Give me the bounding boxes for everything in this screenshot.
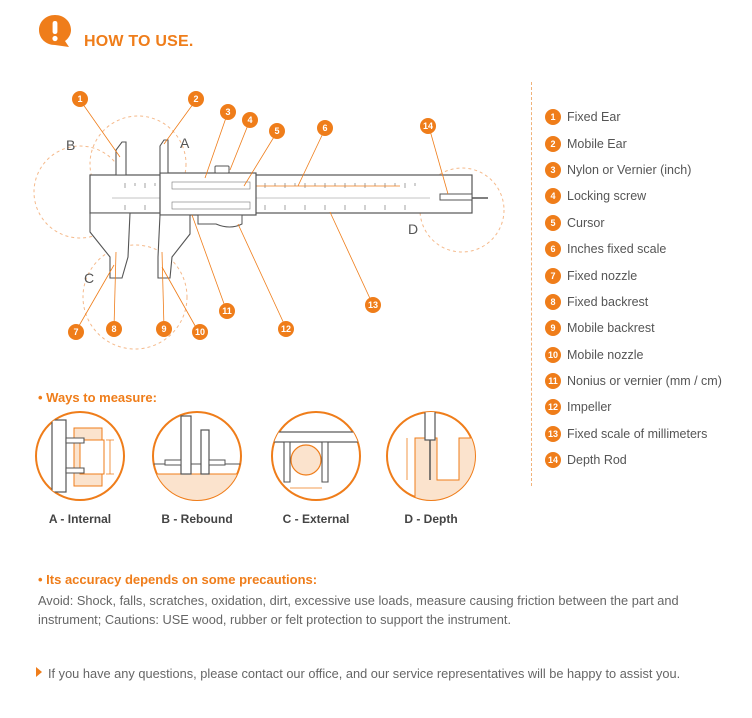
callout-10: 10 xyxy=(195,327,205,337)
precautions-text: Avoid: Shock, falls, scratches, oxidatio… xyxy=(38,593,679,627)
callout-5: 5 xyxy=(274,126,279,136)
measure-depth: D - Depth xyxy=(385,410,477,526)
legend-item: 1 Fixed Ear xyxy=(545,104,750,130)
ways-title: • Ways to measure: xyxy=(38,390,157,405)
impeller xyxy=(197,214,243,228)
legend-label: Inches fixed scale xyxy=(567,242,667,257)
zone-label-c: C xyxy=(84,270,94,286)
legend-item: 14 Depth Rod xyxy=(545,447,750,473)
legend-item: 10 Mobile nozzle xyxy=(545,342,750,368)
legend-item: 11 Nonius or vernier (mm / cm) xyxy=(545,368,750,394)
legend-label: Fixed nozzle xyxy=(567,268,638,283)
callout-11: 11 xyxy=(222,306,232,316)
contact-note: If you have any questions, please contac… xyxy=(36,665,716,683)
main-beam xyxy=(89,174,473,214)
page-title: HOW TO USE. xyxy=(84,33,194,50)
depth-measure-icon xyxy=(386,411,476,501)
locking-screw xyxy=(214,165,230,174)
precautions-title: • Its accuracy depends on some precautio… xyxy=(38,572,318,587)
legend-item: 5 Cursor xyxy=(545,210,750,236)
fixed-ear xyxy=(115,141,127,176)
legend-label: Fixed backrest xyxy=(567,294,649,309)
legend-item: 13 Fixed scale of millimeters xyxy=(545,421,750,447)
legend-label: Impeller xyxy=(567,400,612,415)
callout-4: 4 xyxy=(247,115,252,125)
mobile-jaw xyxy=(157,214,191,279)
legend-number: 1 xyxy=(545,109,561,126)
internal-measure-icon xyxy=(35,411,125,501)
callout-1: 1 xyxy=(77,94,82,104)
legend-item: 6 Inches fixed scale xyxy=(545,236,750,262)
measure-rebound: B - Rebound xyxy=(151,410,243,526)
legend-number: 7 xyxy=(545,267,561,284)
legend-item: 4 Locking screw xyxy=(545,183,750,209)
legend-label: Mobile nozzle xyxy=(567,347,644,362)
legend-number: 10 xyxy=(545,346,561,363)
mobile-ear xyxy=(159,139,169,174)
legend-item: 8 Fixed backrest xyxy=(545,289,750,315)
legend-item: 3 Nylon or Vernier (inch) xyxy=(545,157,750,183)
legend-number: 5 xyxy=(545,214,561,231)
legend-number: 6 xyxy=(545,241,561,258)
callout-8: 8 xyxy=(111,324,116,334)
legend-number: 11 xyxy=(545,373,561,390)
measure-label: B - Rebound xyxy=(161,512,233,526)
legend-number: 3 xyxy=(545,161,561,178)
legend-label: Locking screw xyxy=(567,189,647,204)
zone-c-circle xyxy=(82,244,188,350)
zone-label-b: B xyxy=(66,137,75,153)
legend-item: 2 Mobile Ear xyxy=(545,130,750,156)
legend-number: 12 xyxy=(545,399,561,416)
legend-number: 14 xyxy=(545,452,561,469)
measure-external: C - External xyxy=(270,410,362,526)
measure-label: C - External xyxy=(282,512,350,526)
measure-internal: A - Internal xyxy=(34,410,126,526)
legend-number: 4 xyxy=(545,188,561,205)
caliper-diagram: A B C D 1 2 3 4 5 6 7 8 9 10 11 12 13 14 xyxy=(33,91,505,350)
legend-label: Fixed Ear xyxy=(567,110,621,125)
vertical-divider xyxy=(531,82,532,486)
legend-label: Mobile Ear xyxy=(567,136,627,151)
legend-label: Nylon or Vernier (inch) xyxy=(567,162,692,177)
measure-label: D - Depth xyxy=(404,512,458,526)
measure-methods: A - Internal B - Rebound xyxy=(34,410,477,530)
callout-7: 7 xyxy=(73,327,78,337)
callout-9: 9 xyxy=(161,324,166,334)
parts-legend: 1 Fixed Ear 2 Mobile Ear 3 Nylon or Vernier… xyxy=(545,104,750,473)
exclamation-bubble-icon xyxy=(39,15,71,47)
legend-item: 7 Fixed nozzle xyxy=(545,262,750,288)
callout-13: 13 xyxy=(368,300,378,310)
callout-2: 2 xyxy=(193,94,198,104)
callout-3: 3 xyxy=(225,107,230,117)
zone-label-d: D xyxy=(408,221,418,237)
zone-a-circle xyxy=(89,115,187,213)
zone-label-a: A xyxy=(180,135,190,151)
fixed-jaw xyxy=(89,212,131,279)
rebound-measure-icon xyxy=(152,411,242,501)
legend-number: 8 xyxy=(545,293,561,310)
legend-label: Mobile backrest xyxy=(567,321,655,336)
legend-number: 9 xyxy=(545,320,561,337)
header: HOW TO USE. xyxy=(38,14,338,58)
legend-label: Fixed scale of millimeters xyxy=(567,426,708,441)
callout-14: 14 xyxy=(423,121,433,131)
legend-number: 13 xyxy=(545,425,561,442)
contact-text: If you have any questions, please contac… xyxy=(48,666,681,681)
cursor xyxy=(159,172,257,216)
legend-number: 2 xyxy=(545,135,561,152)
legend-item: 9 Mobile backrest xyxy=(545,315,750,341)
legend-item: 12 Impeller xyxy=(545,394,750,420)
callout-12: 12 xyxy=(281,324,291,334)
measure-label: A - Internal xyxy=(48,512,112,526)
triangle-arrow-icon xyxy=(36,667,42,677)
legend-label: Nonius or vernier (mm / cm) xyxy=(567,374,722,389)
callout-6: 6 xyxy=(322,123,327,133)
external-measure-icon xyxy=(271,411,361,501)
legend-label: Cursor xyxy=(567,215,605,230)
legend-label: Depth Rod xyxy=(567,453,627,468)
